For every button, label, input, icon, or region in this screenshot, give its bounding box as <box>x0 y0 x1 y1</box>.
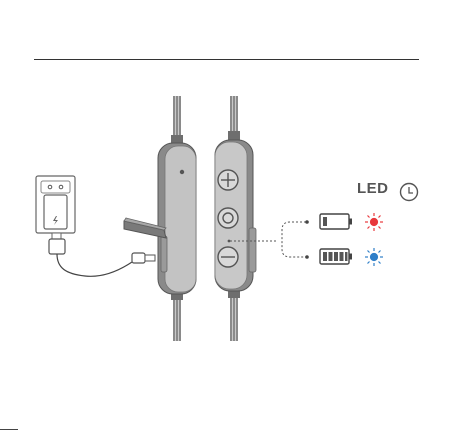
clock-icon <box>401 184 418 201</box>
multifunction-button[interactable] <box>218 208 238 228</box>
battery-low-icon <box>320 214 352 229</box>
led-red-icon <box>365 213 383 231</box>
volume-down-button[interactable] <box>218 247 238 267</box>
battery-full-icon <box>320 249 352 264</box>
led-blue-icon <box>365 248 383 266</box>
wall-adapter <box>36 176 75 239</box>
remote-back <box>158 135 196 300</box>
volume-up-button[interactable] <box>218 170 238 190</box>
led-indicator-dot <box>180 170 184 174</box>
usb-cable <box>49 239 155 276</box>
remote-front <box>215 131 256 298</box>
